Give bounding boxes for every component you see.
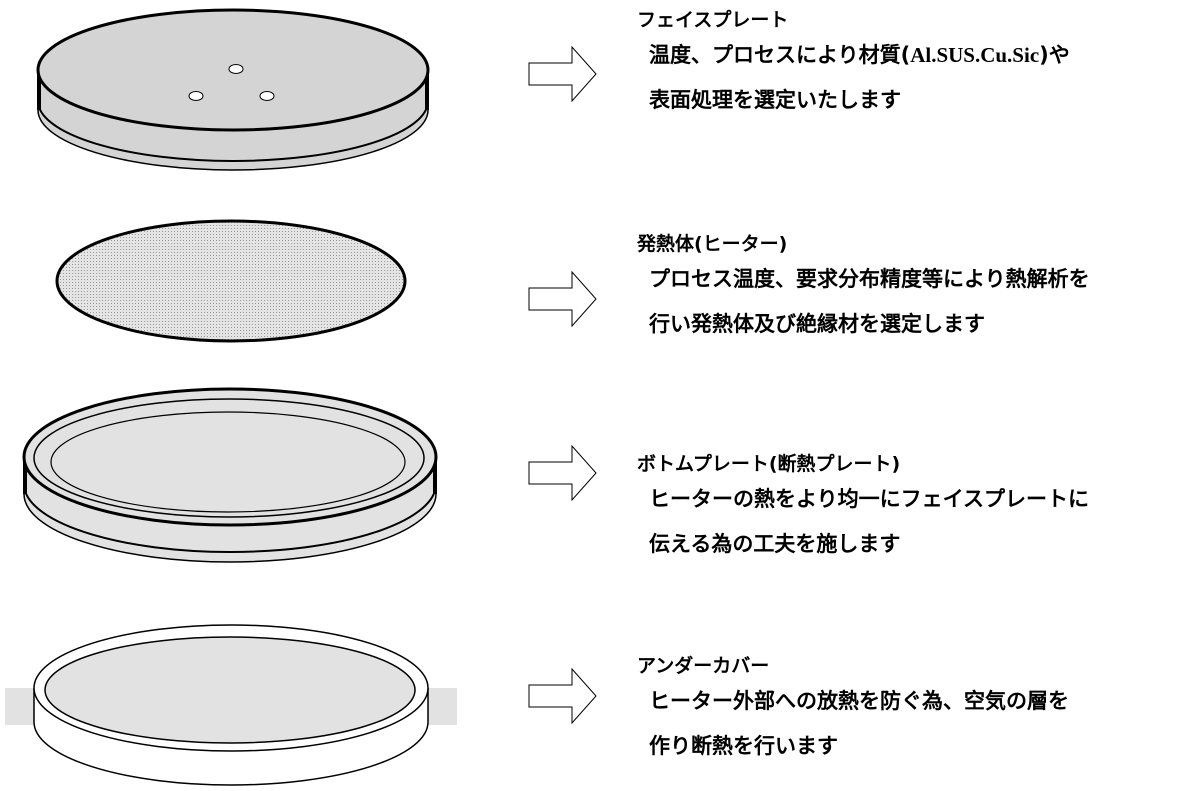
bottom-plate-title: ボトムプレート(断熱プレート) [637, 453, 901, 475]
right-arrow-icon [528, 445, 597, 501]
face-plate-line-2: 表面処理を選定いたします [649, 88, 901, 112]
face-plate-illustration [36, 8, 430, 171]
bottom-plate-description: ボトムプレート(断熱プレート) ヒーターの熱をより均一にフェイスプレートに 伝え… [637, 452, 1177, 567]
heater-title: 発熱体(ヒーター) [637, 233, 788, 255]
face-plate-line-1: 温度、プロセスにより材質(Al.SUS.Cu.Sic)や [637, 33, 1177, 78]
face-plate-title: フェイスプレート [637, 9, 789, 31]
bottom-plate-line-1: ヒーターの熱をより均一にフェイスプレートに [649, 487, 1089, 511]
assembly-illustration [5, 8, 457, 786]
heater-line-1: プロセス温度、要求分布精度等により熱解析を [649, 267, 1090, 291]
heater-illustration [55, 219, 407, 343]
bottom-plate-illustration [22, 387, 438, 563]
under-cover-line-2: 作り断熱を行います [649, 734, 838, 758]
mounting-hole [188, 91, 204, 101]
face-plate-line-1-suffix: )や [1039, 43, 1070, 67]
mounting-hole [228, 64, 244, 74]
under-cover-line-1: ヒーター外部への放熱を防ぐ為、空気の層を [649, 689, 1069, 713]
under-cover-description: アンダーカバー ヒーター外部への放熱を防ぐ為、空気の層を 作り断熱を行います [637, 654, 1177, 769]
right-arrow-icon [528, 668, 597, 724]
under-cover-title: アンダーカバー [637, 655, 770, 677]
right-arrow-icon [528, 271, 597, 327]
heater-line-2: 行い発熱体及び絶縁材を選定します [649, 312, 985, 336]
heater-description: 発熱体(ヒーター) プロセス温度、要求分布精度等により熱解析を 行い発熱体及び絶… [637, 232, 1177, 347]
right-arrow-icon [528, 46, 597, 102]
bottom-plate-line-2: 伝える為の工夫を施します [649, 532, 901, 556]
face-plate-description: フェイスプレート 温度、プロセスにより材質(Al.SUS.Cu.Sic)や 表面… [637, 8, 1177, 123]
face-plate-line-1-text: 温度、プロセスにより材質( [649, 43, 911, 67]
under-cover-illustration [5, 624, 457, 786]
mounting-hole [259, 91, 275, 101]
material-list: Al.SUS.Cu.Sic [910, 43, 1040, 67]
